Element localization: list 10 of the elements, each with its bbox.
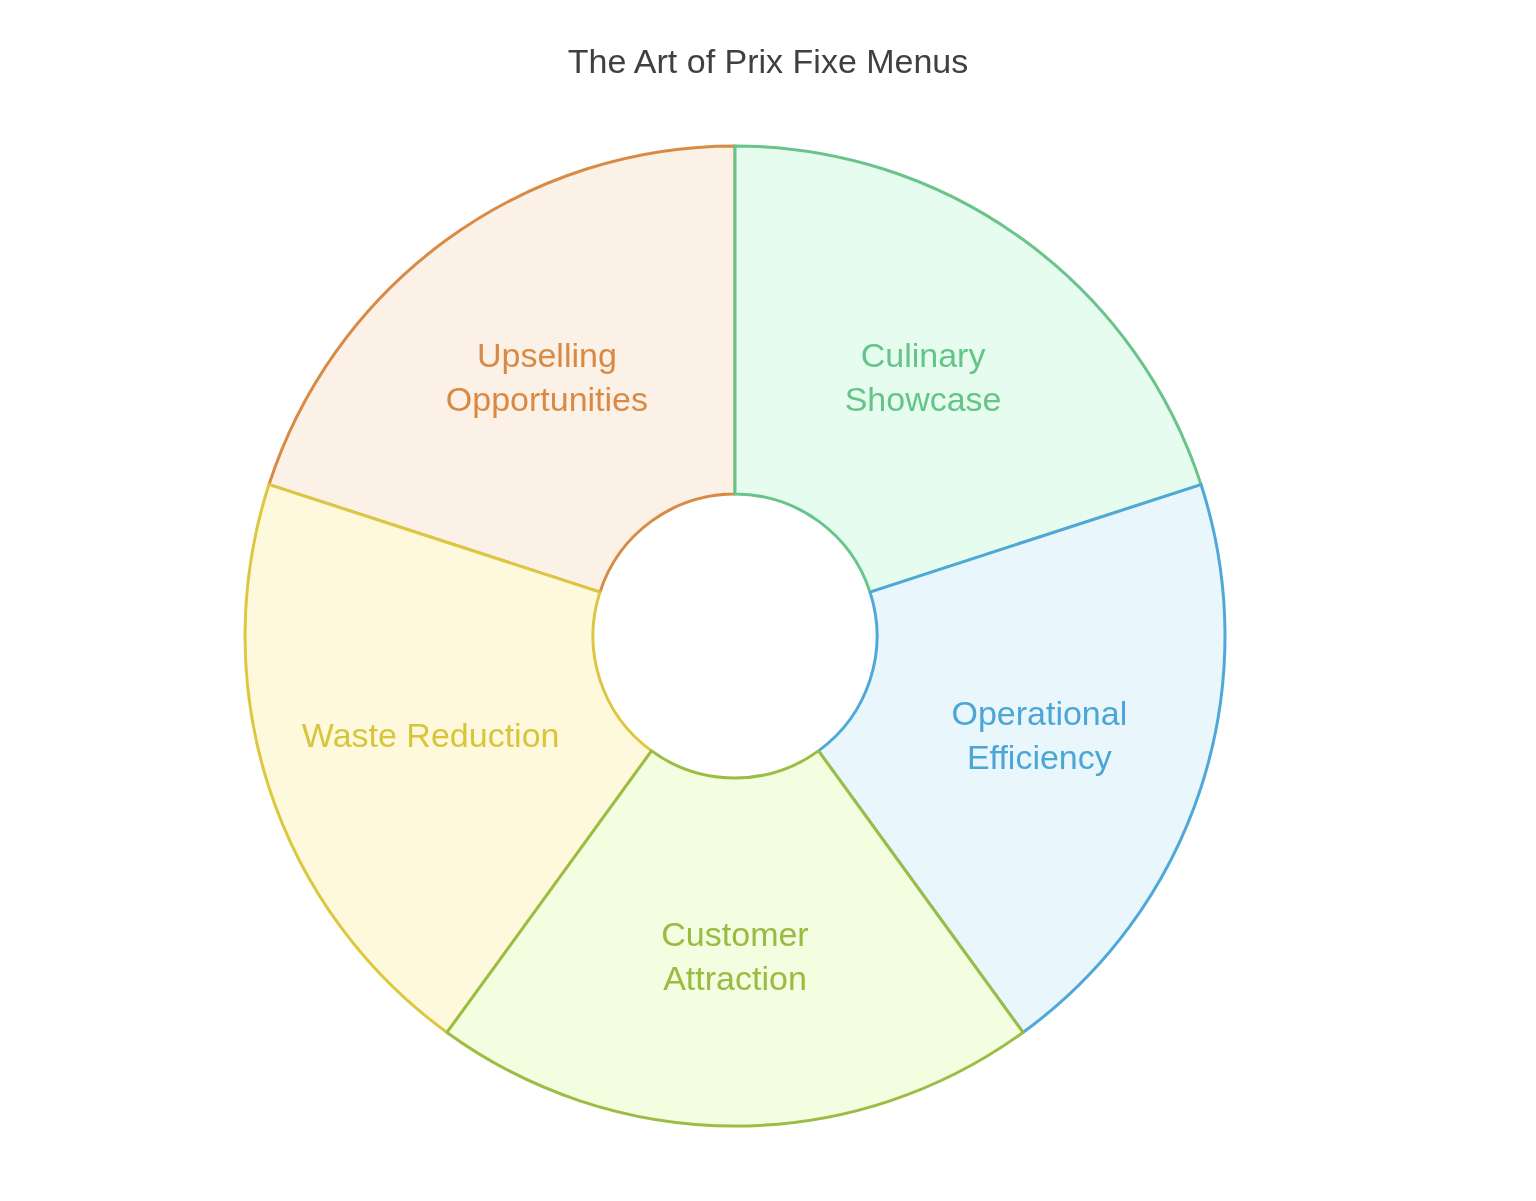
segment-label: Operational Efficiency [951,693,1128,776]
segment-label: Customer Attraction [661,915,809,997]
segment-label: Upselling Opportunities [445,336,648,419]
segment-label: Culinary Showcase [844,336,1002,419]
segment-label: Waste Reduction [301,715,560,754]
ring-segment [267,144,737,594]
ring-segment [244,483,654,1034]
ring-segment [733,144,1203,594]
diagram-title: The Art of Prix Fixe Menus [567,41,969,82]
ring-segment [816,483,1226,1034]
